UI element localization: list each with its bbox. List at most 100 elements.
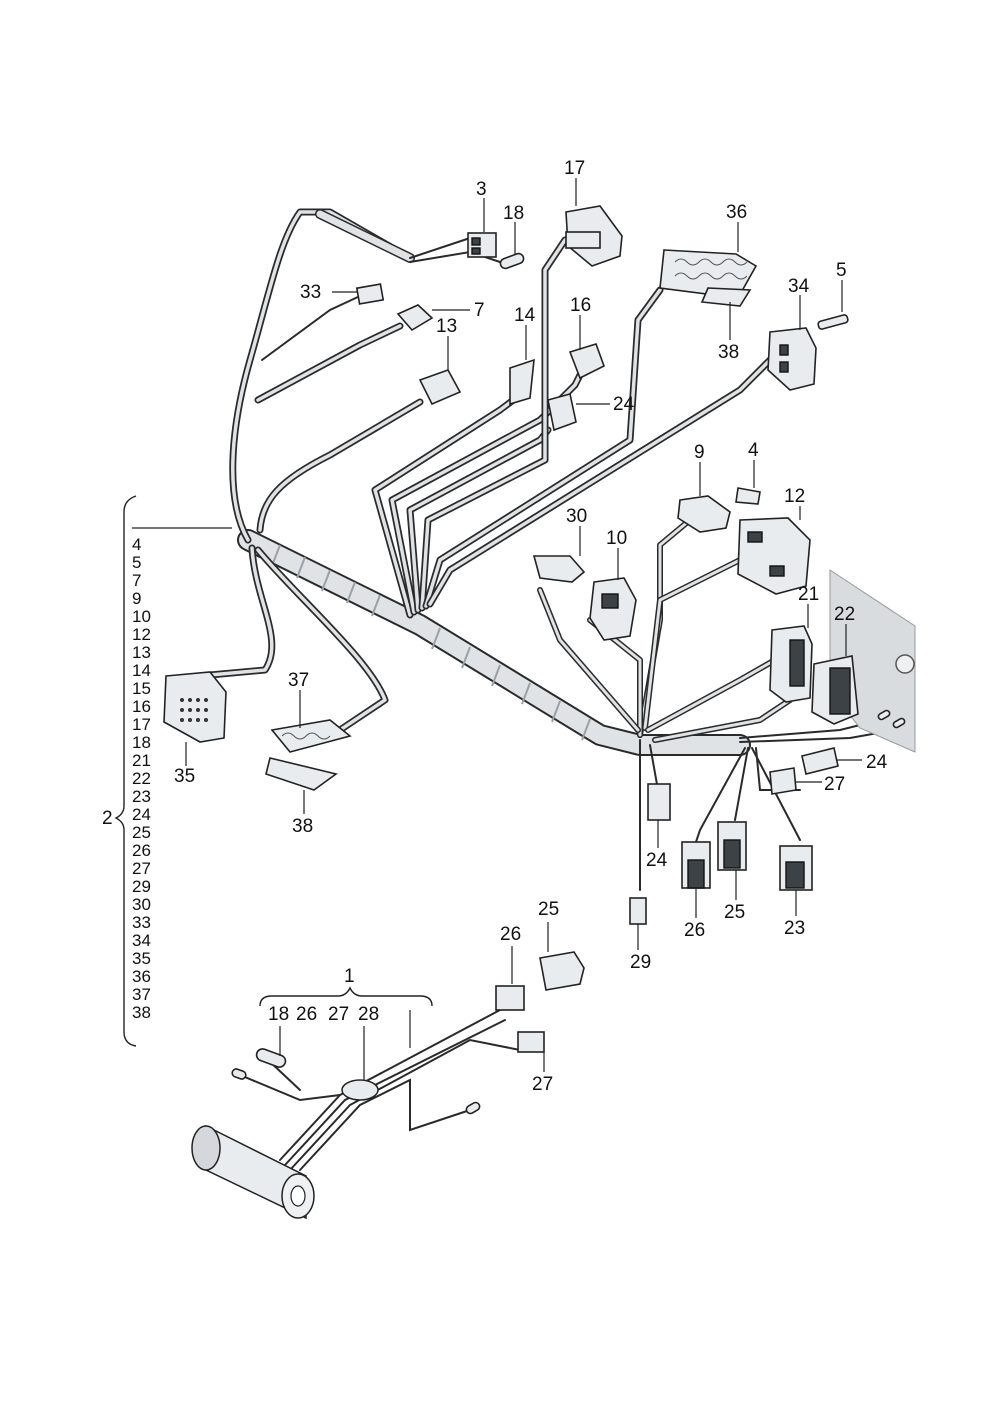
connector-30 [532,555,586,583]
sensor-18 [499,252,525,270]
list-item: 33 [132,913,151,932]
group-2-list: 4 5 7 9 10 12 13 14 15 16 17 18 21 22 23… [132,535,151,1022]
connector-9 [677,495,731,533]
callout-36: 36 [726,202,747,223]
left-branches [206,544,389,734]
callout-33: 33 [300,282,321,303]
connector-12 [737,517,811,595]
connector-37 [270,719,352,753]
callout-13: 13 [436,316,457,337]
list-item: 17 [132,715,151,734]
connector-21 [769,625,813,703]
connector-16 [568,343,605,380]
callout-17: 17 [564,158,585,179]
callout-26-assembly: 26 [296,1004,317,1025]
connector-36 [659,249,758,299]
list-item: 13 [132,643,151,662]
list-item: 23 [132,787,151,806]
callout-27-assembly: 27 [328,1004,349,1025]
list-item: 26 [132,841,151,860]
callout-7: 7 [474,300,485,321]
callout-labels: 3 18 17 36 5 34 33 7 13 14 16 38 24 9 4 … [102,158,888,1095]
callout-27-lower: 27 [532,1074,553,1095]
list-item: 21 [132,751,151,770]
pin-5 [817,314,849,330]
callout-26-lower: 26 [500,924,521,945]
callout-4: 4 [748,440,759,461]
callout-18: 18 [503,203,524,224]
connector-17 [565,205,623,267]
list-item: 14 [132,661,151,680]
callout-28-assembly: 28 [358,1004,379,1025]
connector-23 [779,845,813,891]
connector-14 [509,358,535,406]
callout-12: 12 [784,486,805,507]
connector-33 [355,283,385,305]
connector-26 [681,841,711,889]
connector-38-upper [700,287,752,307]
list-item: 36 [132,967,151,986]
connector-4 [735,487,761,505]
list-item: 27 [132,859,151,878]
main-harness-trunk [237,529,751,756]
leader-lines [132,178,862,1080]
list-item: 15 [132,679,151,698]
callout-16: 16 [570,295,591,316]
list-item: 37 [132,985,151,1004]
callout-3: 3 [476,179,487,200]
connector-38-lower [265,757,338,791]
connector-24-right [801,747,839,775]
panel-22 [811,569,916,753]
connector-7 [396,304,434,332]
list-item: 7 [132,571,141,590]
list-item: 12 [132,625,151,644]
connector-35 [163,671,227,743]
list-item: 34 [132,931,151,950]
list-item: 35 [132,949,151,968]
list-item: 24 [132,805,151,824]
callout-14: 14 [514,305,536,326]
callout-1: 1 [344,966,355,987]
callout-35: 35 [174,766,195,787]
assembly-1 [191,985,545,1220]
list-item: 25 [132,823,151,842]
brace-group-1 [259,986,433,1007]
callout-37: 37 [288,670,309,691]
connector-24-lower [647,783,671,821]
callout-25-lower: 25 [538,899,559,920]
callout-18-assembly: 18 [268,1004,289,1025]
connector-3 [467,232,497,258]
callout-24-lower: 24 [646,850,668,871]
list-item: 38 [132,1003,151,1022]
connector-34 [767,327,817,391]
list-item: 22 [132,769,151,788]
list-item: 9 [132,589,141,608]
connector-25-lower [539,951,585,991]
connector-10 [589,577,637,641]
list-item: 30 [132,895,151,914]
callout-25: 25 [724,902,745,923]
list-item: 16 [132,697,151,716]
callout-22: 22 [834,604,855,625]
connector-29 [629,897,647,925]
callout-34: 34 [788,276,810,297]
callout-2: 2 [102,808,113,829]
connector-13 [418,369,462,406]
callout-38-lower: 38 [292,816,313,837]
callout-5: 5 [836,260,847,281]
callout-21: 21 [798,584,819,605]
terminals-right [877,709,906,729]
callout-23: 23 [784,918,805,939]
connector-24-upper [547,393,577,432]
list-item: 10 [132,607,151,626]
connector-25 [717,821,747,871]
callout-26: 26 [684,920,705,941]
callout-30: 30 [566,506,587,527]
callout-29: 29 [630,952,651,973]
callout-10: 10 [606,528,627,549]
brace-group-2 [114,495,137,1047]
connector-27-right [769,767,797,795]
callout-9: 9 [694,442,705,463]
list-item: 5 [132,553,141,572]
list-item: 29 [132,877,151,896]
